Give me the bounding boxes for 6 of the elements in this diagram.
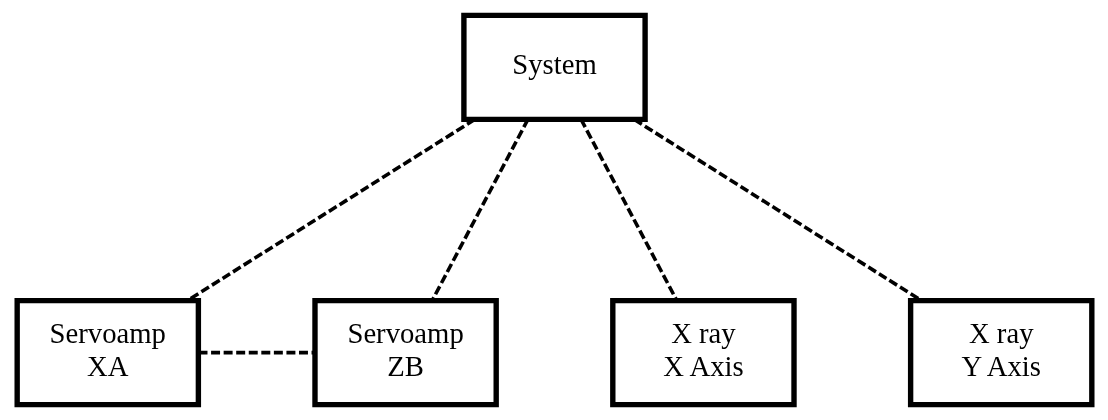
connector — [198, 350, 314, 355]
node-box: Servoamp XA — [14, 297, 201, 408]
node-box: System — [460, 12, 648, 123]
node-box: X ray X Axis — [609, 297, 797, 408]
node-box: Servoamp ZB — [311, 297, 499, 408]
node-box: X ray Y Axis — [907, 297, 1094, 408]
